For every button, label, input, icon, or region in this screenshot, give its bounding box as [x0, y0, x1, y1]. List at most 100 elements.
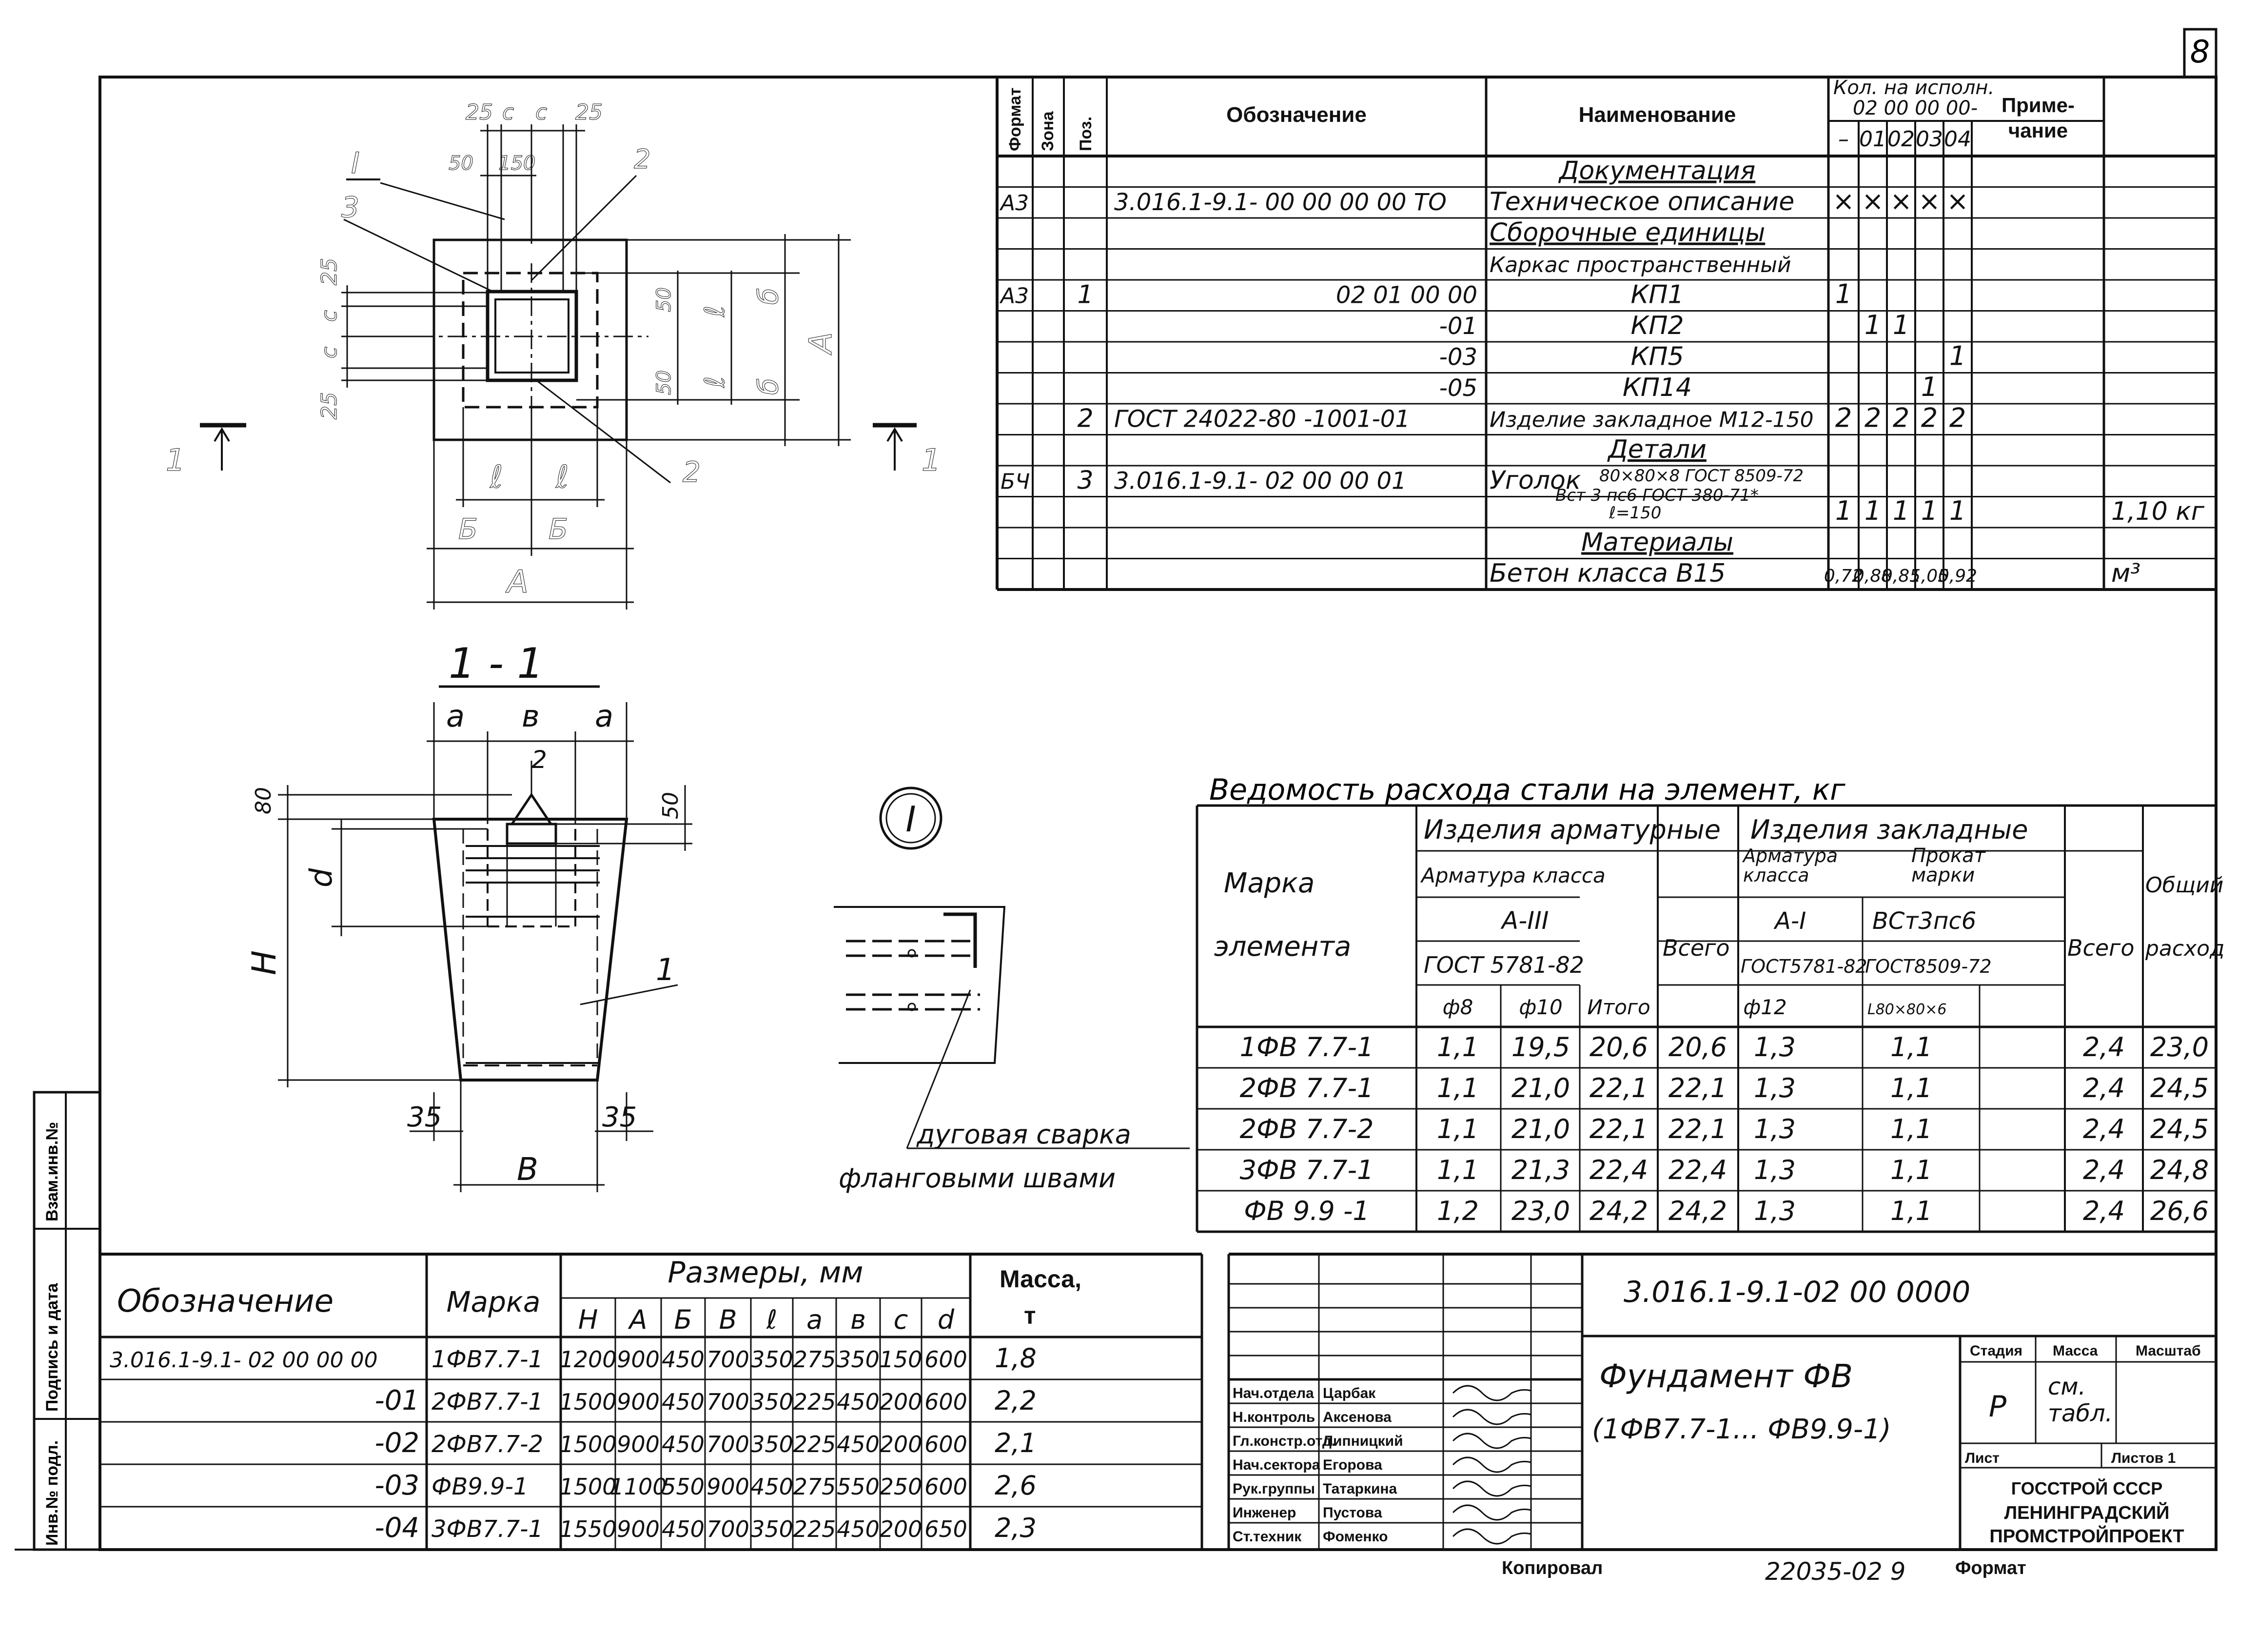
steel-header-d10: ф10 [1519, 995, 1562, 1019]
spec-row-qty-3: × [1918, 186, 1940, 216]
dims-row-val-8: 600 [924, 1431, 967, 1457]
plan-dim-top-c2: c [535, 100, 547, 125]
callout-pos-2b: 2 [683, 455, 701, 489]
dims-row-val-7: 250 [880, 1474, 922, 1500]
dims-row-val-1: 1100 [609, 1474, 667, 1500]
plan-dim-right-50a: 50 [653, 287, 675, 312]
spec-row-name: Документация [1558, 157, 1755, 186]
spec-row-qty-4: 0,92 [1938, 566, 1977, 586]
section-dim-a2: a [595, 698, 613, 734]
dims-row-val-8: 650 [924, 1516, 967, 1542]
spec-row-qty-2: 1 [1893, 310, 1909, 340]
title-person-0: Царбак [1323, 1385, 1376, 1401]
title-signature-1 [1452, 1409, 1531, 1425]
steel-row-cell-7: 2,4 [2083, 1073, 2125, 1103]
steel-row-cell-2: 21,0 [1511, 1114, 1570, 1144]
plan-dim-bottom-b2: Б [549, 512, 568, 546]
steel-header-embed: Изделия закладные [1750, 814, 2028, 845]
steel-row-cell-2: 21,3 [1511, 1155, 1570, 1185]
dims-row-designation: -01 [375, 1385, 419, 1416]
spec-row-name: Уголок [1490, 466, 1581, 495]
section-pos-2: 2 [531, 746, 547, 774]
title-stage: Р [1989, 1390, 2007, 1424]
steel-header-itogo: Итого [1587, 995, 1650, 1019]
plan-dim-left-25a: 25 [317, 258, 342, 285]
title-role-3: Нач.сектора [1233, 1457, 1320, 1473]
title-signature-6 [1452, 1528, 1531, 1545]
spec-row-qty-3: 1,05 [1910, 566, 1949, 586]
plan-dim-right-A: A [803, 332, 839, 355]
spec-header-zone: Зона [1039, 111, 1057, 151]
steel-row-cell-4: 24,2 [1668, 1196, 1727, 1226]
dims-row-val-8: 600 [924, 1346, 967, 1373]
spec-row-pos: 2 [1077, 404, 1093, 433]
dims-row-mass: 1,8 [995, 1343, 1037, 1374]
section-dim-d: d [303, 868, 339, 887]
inv-no-label: Инв.№ подл. [43, 1440, 61, 1546]
dims-row-val-5: 275 [793, 1346, 836, 1373]
spec-header-qty-2: 02 [1887, 127, 1915, 152]
steel-header-gost5781b: ГОСТ5781-82 [1741, 956, 1867, 977]
dims-header-col-6: в [850, 1304, 866, 1335]
dims-header-col-5: a [806, 1304, 823, 1335]
dims-row-designation: -02 [375, 1427, 419, 1459]
steel-row-cell-7: 2,4 [2083, 1114, 2125, 1144]
steel-row-cell-0: 3ФВ 7.7-1 [1240, 1155, 1374, 1185]
title-signature-2 [1452, 1433, 1531, 1449]
steel-header-rolled-1: Прокат [1911, 845, 1986, 867]
steel-row-cell-5: 1,3 [1754, 1032, 1796, 1062]
spec-row-name: Сборочные единицы [1490, 218, 1765, 248]
steel-header-embed-reinf-1: Арматура [1742, 845, 1838, 866]
section-dim-H: H [245, 950, 284, 975]
spec-header-qty-title: Кол. на исполн. [1833, 77, 1994, 99]
spec-header-designation: Обозначение [1226, 103, 1367, 127]
dims-row-val-6: 350 [837, 1346, 880, 1373]
dims-row-val-7: 200 [880, 1431, 922, 1457]
spec-row-qty-2: 0,85 [1882, 566, 1921, 586]
spec-row-name: Детали [1607, 435, 1707, 464]
steel-row-cell-0: ФВ 9.9 -1 [1244, 1196, 1370, 1226]
dims-row-val-0: 1500 [559, 1474, 616, 1500]
dims-row-val-1: 900 [617, 1431, 660, 1457]
dims-row-val-2: 450 [662, 1516, 705, 1542]
section-dim-a1: a [446, 698, 465, 734]
title-role-1: Н.контроль [1233, 1409, 1315, 1425]
title-signature-5 [1452, 1504, 1531, 1521]
steel-row-cell-0: 2ФВ 7.7-1 [1240, 1073, 1374, 1103]
spec-row-qty-0: 2 [1835, 403, 1852, 433]
spec-row-name: Бетон класса В15 [1490, 559, 1726, 588]
spec-row-name: Техническое описание [1490, 187, 1794, 216]
plan-dim-150: 150 [498, 152, 535, 175]
plan-dim-right-b1: б [753, 288, 785, 305]
title-org-2: ЛЕНИНГРАДСКИЙ [2004, 1501, 2170, 1523]
steel-row-cell-7: 2,4 [2083, 1032, 2125, 1062]
callout-pos-2a: 2 [634, 144, 650, 175]
steel-header-d8: ф8 [1443, 995, 1473, 1019]
plan-dim-bottom-l2: ℓ [555, 459, 569, 495]
steel-row-cell-6: 1,1 [1890, 1155, 1932, 1185]
spec-row-qty-3: 1 [1921, 372, 1938, 402]
spec-row-qty-2: 1 [1893, 495, 1909, 526]
spec-row-qty-1: 1 [1864, 310, 1881, 340]
dims-row-val-6: 550 [837, 1474, 880, 1500]
sheet-number: 8 [2190, 34, 2210, 70]
spec-row-designation: 3.016.1-9.1- 00 00 00 00 ТО [1114, 189, 1447, 216]
spec-row-qty-0: × [1832, 186, 1854, 216]
spec-row-qty-1: 0,88 [1853, 566, 1892, 586]
spec-header-format: Формат [1006, 88, 1024, 151]
plan-dim-top-25b: 25 [575, 100, 603, 125]
spec-row-designation: 02 01 00 00 [1336, 282, 1477, 309]
spec-row-format: БЧ [1001, 470, 1030, 494]
angle-spec-line3: ℓ=150 [1609, 503, 1661, 523]
spec-row-qty-1: 1 [1864, 495, 1881, 526]
plan-dim-left-c1: c [317, 310, 342, 322]
steel-row-cell-2: 19,5 [1511, 1032, 1570, 1062]
spec-row-qty-2: × [1890, 186, 1912, 216]
steel-header-total-2: расход [2145, 936, 2224, 961]
dims-row-val-1: 900 [617, 1516, 660, 1542]
steel-row-cell-5: 1,3 [1754, 1155, 1796, 1185]
steel-row-cell-1: 1,1 [1437, 1155, 1479, 1185]
